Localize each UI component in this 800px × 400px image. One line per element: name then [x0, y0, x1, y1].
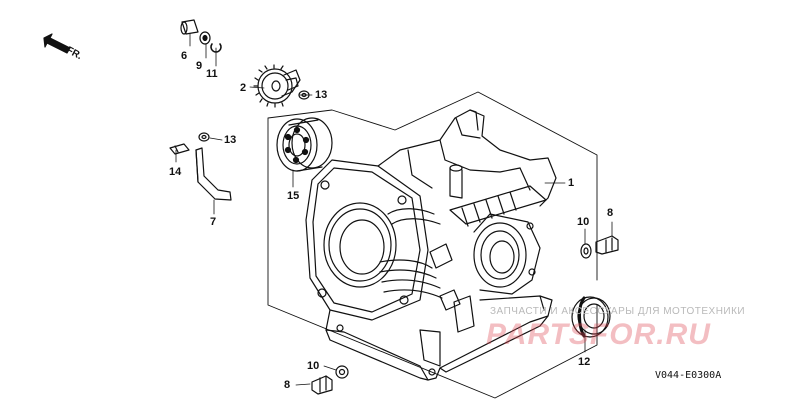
- leader-lines: [175, 33, 613, 386]
- assembly-outline: [267, 91, 598, 399]
- arm-washer: [198, 132, 210, 142]
- governor-gear: [253, 64, 301, 108]
- drain-washer-bottom: [335, 365, 349, 379]
- part-label-13-gear: 13: [315, 89, 328, 101]
- part-label-13-arm: 13: [224, 134, 237, 146]
- gear-washer: [298, 90, 310, 100]
- oil-seal: [571, 296, 611, 338]
- dowel-pin: [180, 19, 199, 35]
- front-direction-arrow-icon: [43, 33, 71, 54]
- part-label-12: 12: [578, 356, 591, 368]
- drain-bolt-right: [595, 235, 619, 255]
- part-label-14: 14: [169, 166, 182, 178]
- diagram-code: V044-E0300A: [655, 370, 722, 381]
- drain-washer-right: [580, 243, 592, 259]
- part-label-10-bottom: 10: [307, 360, 320, 372]
- part-label-9: 9: [196, 60, 203, 72]
- governor-arm-shaft: [195, 147, 232, 201]
- ball-bearing: [276, 117, 333, 172]
- part-label-1: 1: [568, 177, 575, 189]
- r-clip: [169, 143, 190, 155]
- part-label-10-right: 10: [577, 216, 590, 228]
- part-label-8-bottom: 8: [284, 379, 291, 391]
- watermark-brand: PARTSFOR.RU: [486, 318, 711, 351]
- circlip: [210, 43, 222, 53]
- part-label-8-right: 8: [607, 207, 614, 219]
- crankcase-body: [305, 109, 557, 381]
- part-label-7: 7: [210, 216, 217, 228]
- washer: [199, 31, 211, 45]
- watermark-tagline: ЗАПЧАСТИ И АКСЕССУАРЫ ДЛЯ МОТОТЕХНИКИ: [490, 306, 746, 317]
- part-label-2: 2: [240, 82, 247, 94]
- part-label-6: 6: [181, 50, 188, 62]
- drain-bolt-bottom: [311, 375, 333, 395]
- part-label-11: 11: [206, 68, 218, 80]
- part-label-15: 15: [287, 190, 300, 202]
